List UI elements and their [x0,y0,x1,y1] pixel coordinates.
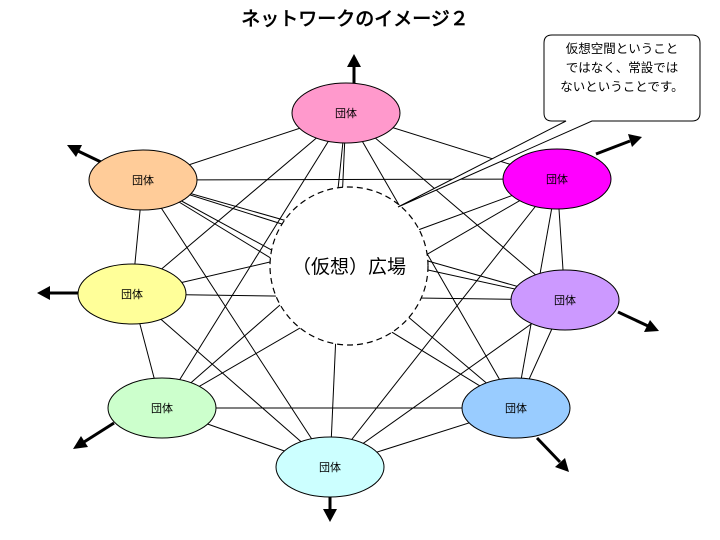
plaza-circle [269,186,429,346]
arrow-down [323,494,337,522]
callout-line-1: 仮想空間ということ [566,41,679,56]
callout-bubble [397,34,701,208]
link [329,178,558,468]
node-bottom: 団体 [275,436,385,498]
plaza: （仮想）広場 [269,186,429,346]
node-top: 団体 [291,82,401,144]
arrow-lower-left [73,421,115,449]
node-label: 団体 [554,293,576,307]
diagram-title: ネットワークのイメージ２ [241,8,469,30]
arrow-upper-right [595,134,642,156]
link [142,179,331,468]
plaza-label: （仮想）広場 [292,256,406,278]
callout: 仮想空間ということ ではなく、常設では ないということです。 [397,34,701,208]
link [142,178,558,181]
node-label: 団体 [121,287,143,301]
node-label: 団体 [132,173,154,187]
node-label: 団体 [505,401,527,415]
arrow-right [617,310,659,332]
arrow-left [37,286,80,300]
node-left: 団体 [77,263,187,325]
node-label: 団体 [546,172,568,186]
node-label: 団体 [335,106,357,120]
node-upper-left: 団体 [88,149,198,211]
arrow-upper-left [67,145,104,165]
arrow-lower-right [535,436,569,472]
link [329,299,566,468]
organization-nodes: 団体 団体 団体 団体 団体 団体 団体 団体 [77,82,620,498]
node-label: 団体 [151,401,173,415]
outward-arrows [37,54,659,522]
arrow-up [347,54,361,86]
node-label: 団体 [319,460,341,474]
node-lower-right: 団体 [461,377,571,439]
link [161,112,347,409]
link [131,293,331,468]
node-right: 団体 [510,269,620,331]
link [345,112,517,409]
node-lower-left: 団体 [107,377,217,439]
callout-line-2: ではなく、常設では [566,60,679,75]
link [345,112,566,301]
link [131,112,347,295]
callout-line-3: ないということです。 [560,79,683,94]
node-upper-right: 団体 [502,148,612,210]
